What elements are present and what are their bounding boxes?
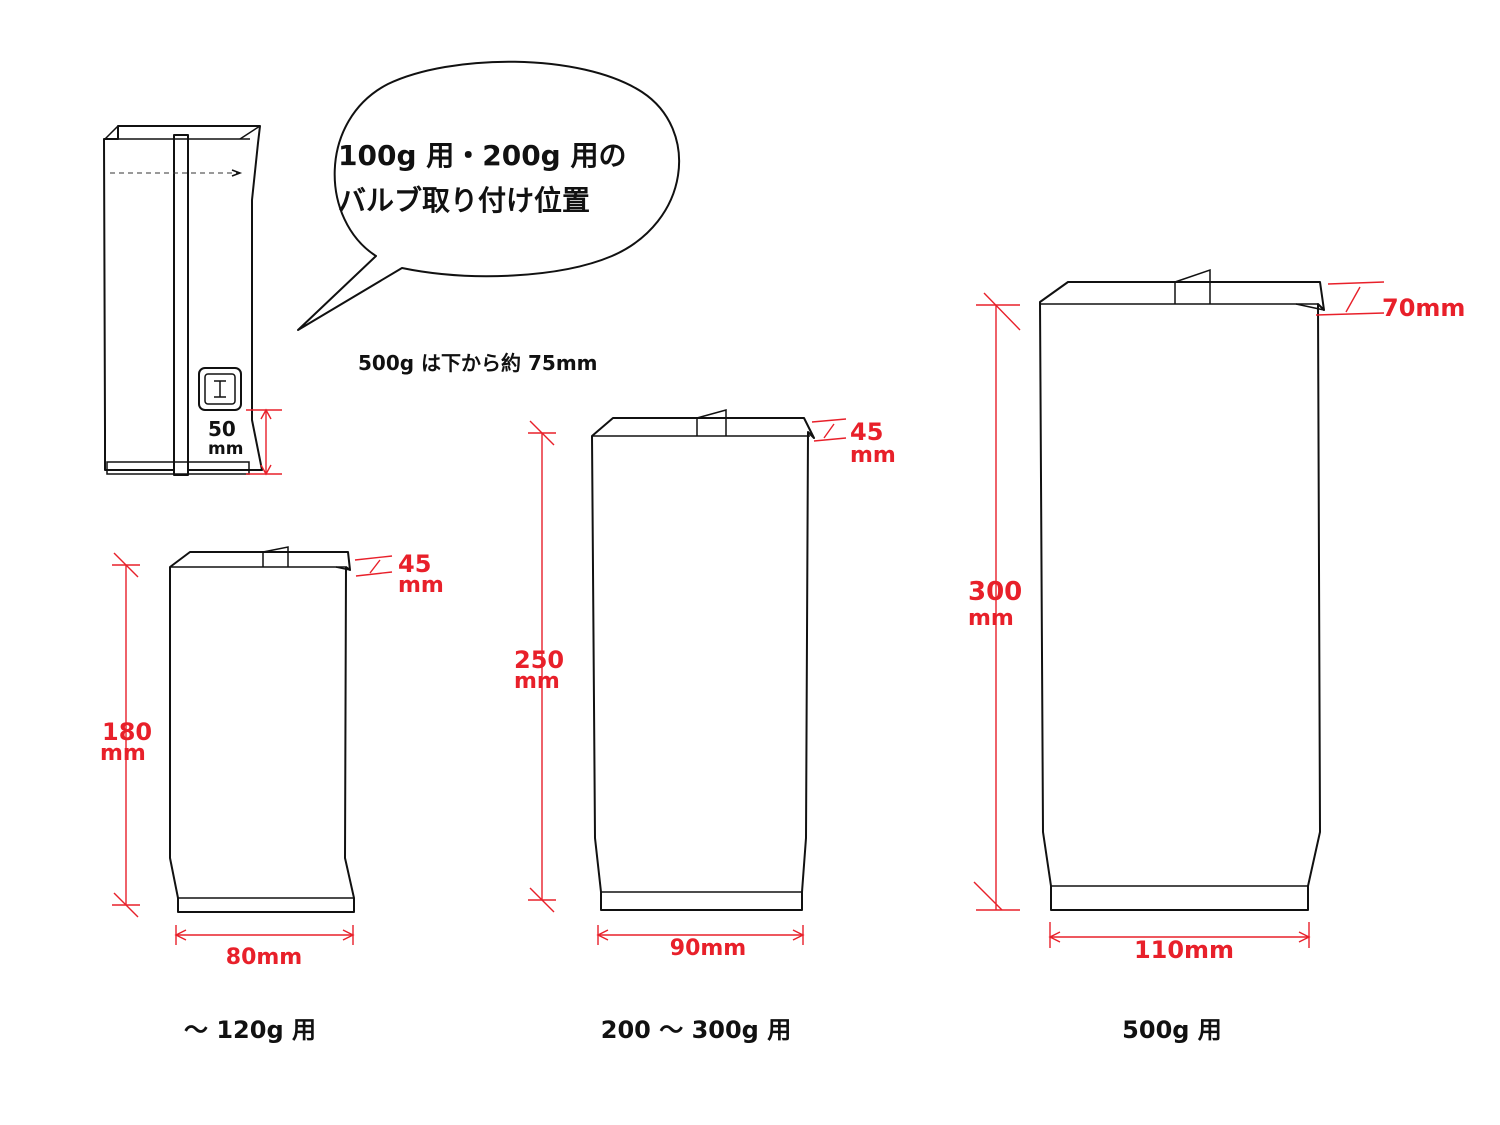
bag-200-300g-fold-unit: mm	[850, 443, 896, 468]
bag-120g-fold-value: 45	[398, 550, 431, 578]
valve-icon	[198, 367, 242, 411]
side-view-bag: 50 mm	[103, 125, 282, 476]
bag-200-300g	[591, 409, 815, 911]
note-500g: 500g は下から約 75mm	[358, 351, 598, 375]
callout-line2: バルブ取り付け位置	[338, 184, 590, 217]
bag-120g-width: 80mm	[226, 945, 302, 970]
bag-200-300g-caption: 200 ～ 300g 用	[601, 1016, 791, 1044]
bag-120g-fold-dim	[354, 555, 393, 577]
bag-500g-height-dim	[973, 292, 1021, 911]
bag-120g-caption: ～ 120g 用	[184, 1016, 316, 1044]
bag-500g-caption: 500g 用	[1122, 1016, 1222, 1044]
bag-500g-fold-dim	[1315, 281, 1385, 316]
bag-200-300g-height-dim	[528, 420, 556, 913]
valve-offset-dimension	[246, 408, 282, 476]
bag-500g-height-value: 300	[968, 577, 1022, 607]
bag-500g-width-dim	[1048, 922, 1311, 948]
bag-120g-fold-unit: mm	[398, 573, 444, 598]
bag-200-300g-width-dim	[596, 925, 805, 945]
valve-offset-unit: mm	[208, 439, 243, 459]
bag-200-300g-height-unit: mm	[514, 669, 560, 694]
bag-120g-height-unit: mm	[100, 741, 146, 766]
bag-120g-height-value: 180	[102, 718, 152, 746]
bag-200-300g-width: 90mm	[670, 936, 746, 961]
valve-offset-value: 50	[208, 417, 236, 441]
bag-500g-height-unit: mm	[968, 606, 1014, 631]
bag-500g	[1039, 268, 1325, 911]
bag-500g-fold-value: 70mm	[1382, 294, 1465, 322]
speech-bubble: 100g 用・200g 用の バルブ取り付け位置	[297, 60, 681, 331]
bag-200-300g-fold-value: 45	[850, 418, 883, 446]
callout-line1: 100g 用・200g 用の	[338, 139, 626, 172]
bag-120g	[169, 546, 355, 913]
bag-120g-width-dim	[174, 925, 355, 945]
bag-200-300g-height-value: 250	[514, 646, 564, 674]
bag-500g-width: 110mm	[1134, 936, 1234, 964]
bag-200-300g-fold-dim	[811, 418, 847, 442]
bag-120g-height-dim	[112, 552, 140, 918]
